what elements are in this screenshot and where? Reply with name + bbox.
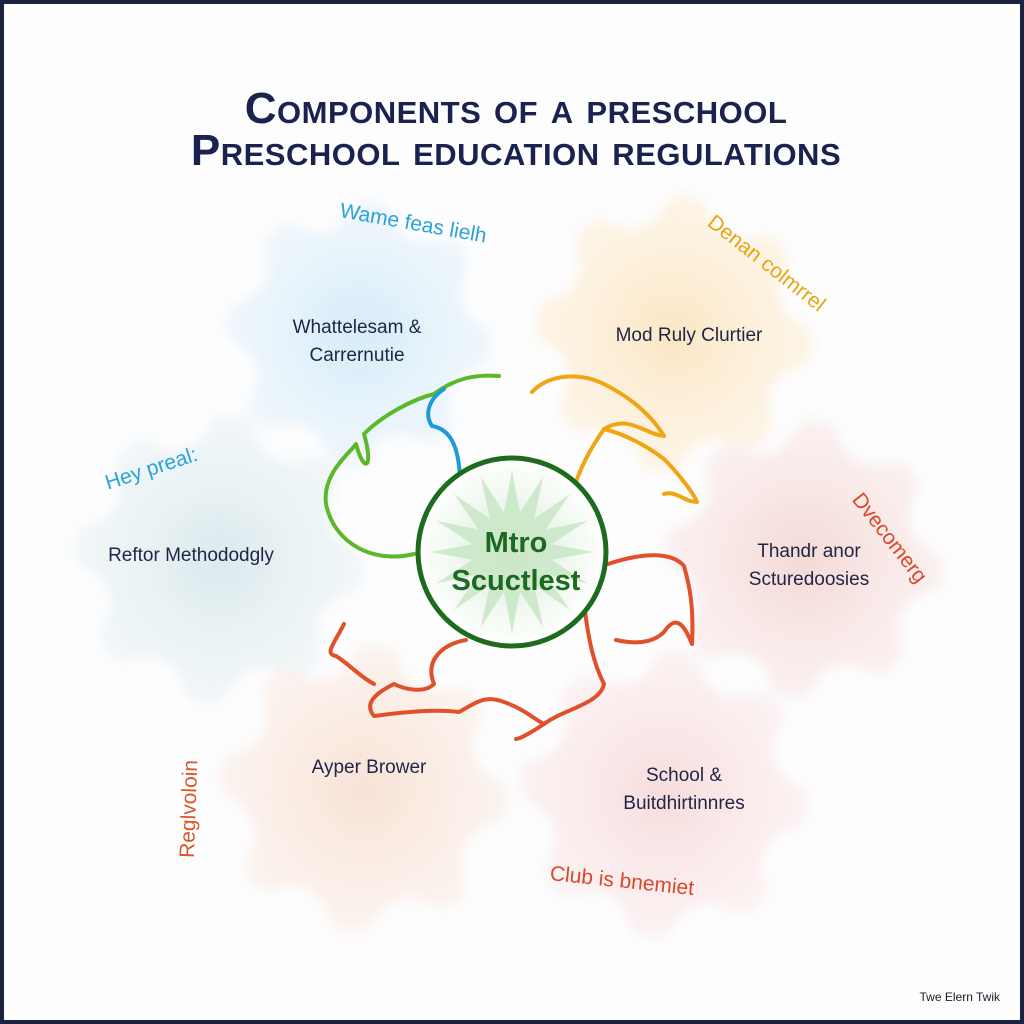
- footer-credit: Twe Elern Twik: [919, 990, 1000, 1004]
- gear-blob-top-left-core: [272, 247, 446, 421]
- puzzle-ring: [323, 373, 699, 741]
- annotation-bottom-left: Reglvoloin: [175, 759, 203, 859]
- segment-label-line: School &: [645, 765, 723, 786]
- gear-blob-left-core: [125, 465, 313, 653]
- segment-label-bottom-left: Ayper Brower: [289, 754, 449, 782]
- segment-label-line: Reftor Methododgly: [108, 545, 274, 566]
- center-label-line-2: Scuctlest: [451, 565, 581, 597]
- ring-segment-blue: [426, 387, 462, 482]
- segment-label-line: Mod Ruly Clurtier: [615, 325, 763, 346]
- segment-label-right: Thandr anor Scturedoosies: [724, 538, 894, 594]
- ring-segment-green: [323, 373, 501, 559]
- ring-segment-red-right: [514, 553, 695, 741]
- segment-label-line: Buitdhirtinnres: [623, 793, 745, 814]
- segment-label-line: Scturedoosies: [748, 569, 870, 590]
- segment-label-left: Reftor Methododgly: [86, 542, 296, 570]
- segment-label-line: Thandr anor: [757, 541, 861, 562]
- center-label-line-1: Mtro: [484, 527, 548, 559]
- diagram-title-line-1: Components of a preschool: [244, 84, 788, 133]
- segment-label-top-right: Mod Ruly Clurtier: [594, 322, 784, 350]
- segment-label-line: Ayper Brower: [311, 757, 427, 778]
- gear-blobs: [73, 194, 944, 940]
- gear-blob-bottom-right-core: [570, 700, 758, 888]
- gear-blob-bottom-left-core: [270, 695, 458, 883]
- gear-blob-right-core: [714, 469, 894, 649]
- segment-label-line: Carrernutie: [309, 345, 405, 366]
- ring-segment-orange: [530, 374, 699, 504]
- segment-label-top-left: Whattelesam & Carrernutie: [272, 314, 442, 370]
- diagram-title-line-2: Preschool education regulations: [190, 126, 842, 175]
- ring-segment-red-bottom: [328, 622, 546, 726]
- gear-blob-top-right-core: [584, 244, 764, 424]
- segment-label-line: Whattelesam &: [292, 317, 422, 338]
- center-label: Mtro Scuctlest: [416, 524, 616, 600]
- diagram-graphics: [73, 194, 944, 940]
- segment-label-bottom-right: School & Buitdhirtinnres: [594, 762, 774, 818]
- center-starburst: [430, 470, 594, 634]
